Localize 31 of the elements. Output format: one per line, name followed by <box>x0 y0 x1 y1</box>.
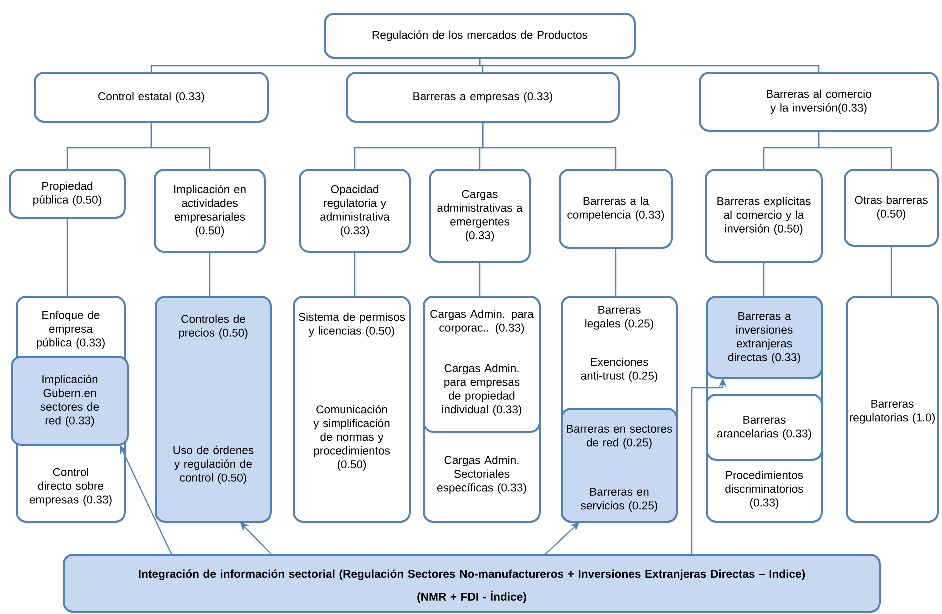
integration-box: Integración de información sectorial (Regulación Sectores No-manufactureros + Inversiones Extranjeras Directas – Indice) (NMR + FDI - Índice) <box>63 554 881 613</box>
category-box: Barreras a empresas (0.33) <box>346 72 620 123</box>
connector-line <box>150 122 211 170</box>
indicator-box: Barreras en sectores de red (0.25) Barreras en servicios (0.25) <box>561 408 678 523</box>
title-box: Regulación de los mercados de Productos <box>324 13 636 59</box>
subcategory-box: Barreras explícitas al comercio y la inversión (0.50) <box>705 169 823 263</box>
category-box: Control estatal (0.33) <box>34 72 269 123</box>
indicator-column: Barreras regulatorias (1.0) <box>846 296 940 523</box>
connector-line <box>890 246 892 297</box>
indicator-box: Implicación Gubern.en sectores de red (0.33) <box>11 356 129 446</box>
subcategory-box: Implicación en actividades empresariales (0.50) <box>154 169 266 253</box>
indicator-box: Cargas Admin. para corporac.. (0.33) Cargas Admin. para empresas de propiedad individual (0.33) <box>423 296 541 433</box>
connector-line <box>818 131 892 170</box>
category-box: Barreras al comercio y la inversión(0.33) <box>699 72 939 132</box>
connector-line <box>354 252 356 297</box>
indicator-box: Barreras a inversiones extranjeras directas (0.33) <box>706 296 824 379</box>
subcategory-box: Opacidad regulatoria y administrativa (0.33) <box>299 169 411 253</box>
indicator-box: Barreras arancelarias (0.33) <box>706 394 824 461</box>
connector-line <box>763 262 765 297</box>
connector-line <box>209 252 211 297</box>
connector-line <box>482 122 617 170</box>
connector-line <box>479 262 481 297</box>
subcategory-box: Otras barreras (0.50) <box>844 169 939 247</box>
indicator-column: Sistema de permisos y licencias (0.50) Comunicación y simplificación de normas y procedimientos (0.50) <box>293 296 411 523</box>
indicator-column: Controles de precios (0.50) Uso de órdenes y regulación de control (0.50) <box>155 296 272 523</box>
subcategory-box: Barreras a la competencia (0.33) <box>559 169 673 249</box>
connector-line <box>66 218 68 297</box>
connector-line <box>615 248 617 297</box>
subcategory-box: Propiedad pública (0.50) <box>9 169 126 219</box>
subcategory-box: Cargas administrativas a emergentes (0.33) <box>429 169 531 263</box>
connector-line <box>479 58 820 73</box>
